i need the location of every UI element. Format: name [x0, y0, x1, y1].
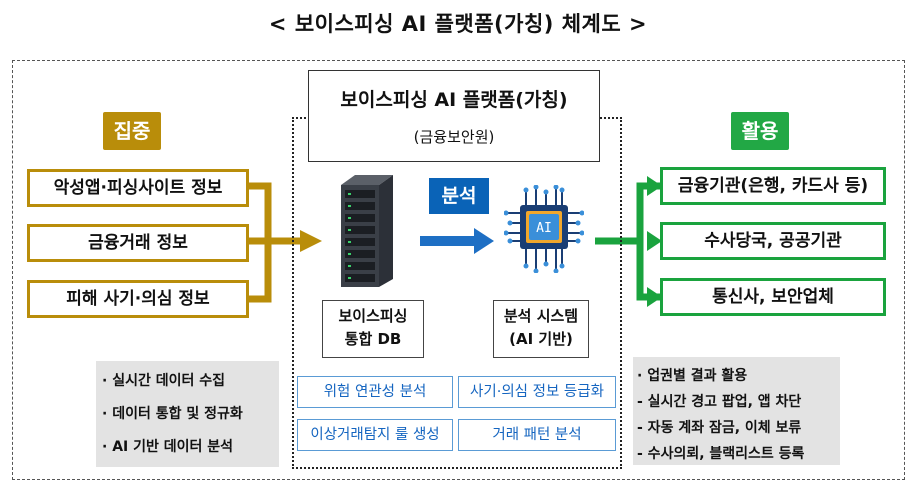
server-icon: [341, 175, 393, 287]
function-fraud-grading: 사기·의심 정보 등급화: [458, 376, 616, 408]
use-notes: · 업권별 결과 활용 - 실시간 경고 팝업, 앱 차단 - 자동 계좌 잠금…: [633, 357, 840, 465]
source-financial-transactions: 금융거래 정보: [27, 224, 249, 262]
page-title: < 보이스피싱 AI 플랫폼(가칭) 체계도 >: [268, 12, 648, 36]
ai-chip-text: AI: [536, 221, 552, 236]
target-financial-institutions: 금융기관(은행, 카드사 등): [660, 167, 886, 205]
arrow-right-icon: [300, 230, 322, 252]
outer-frame: [12, 60, 905, 480]
collect-note: · AI 기반 데이터 분석: [102, 439, 234, 455]
use-note: · 업권별 결과 활용: [637, 368, 748, 384]
use-note: - 자동 계좌 잠금, 이체 보류: [637, 420, 802, 436]
source-malicious-app: 악성앱·피싱사이트 정보: [27, 169, 249, 207]
collect-connector: [249, 182, 300, 303]
db-caption-line: 통합 DB: [344, 330, 402, 348]
target-investigation-agencies: 수사당국, 공공기관: [660, 222, 886, 260]
source-fraud-reports: 피해 사기·의심 정보: [27, 280, 249, 318]
collect-label: 집중: [103, 112, 161, 150]
use-label: 활용: [731, 112, 789, 150]
ai-caption-line: (AI 기반): [509, 330, 573, 348]
platform-boundary: [292, 117, 622, 469]
platform-operator: (금융보안원): [413, 128, 495, 146]
collect-notes: · 실시간 데이터 수집 · 데이터 통합 및 정규화 · AI 기반 데이터 …: [96, 361, 279, 467]
function-transaction-pattern: 거래 패턴 분석: [458, 419, 616, 451]
platform-name: 보이스피싱 AI 플랫폼(가칭): [340, 89, 568, 111]
ai-chip-icon: AI: [504, 185, 584, 273]
analysis-arrow: [420, 228, 494, 254]
db-caption-line: 보이스피싱: [338, 307, 408, 325]
ai-caption-line: 분석 시스템: [503, 307, 579, 325]
platform-header: 보이스피싱 AI 플랫폼(가칭) (금융보안원): [308, 70, 600, 162]
collect-note: · 실시간 데이터 수집: [102, 373, 225, 389]
ai-system-caption: 분석 시스템 (AI 기반): [493, 300, 589, 358]
function-risk-correlation: 위험 연관성 분석: [297, 376, 453, 408]
integrated-db-caption: 보이스피싱 통합 DB: [322, 300, 424, 358]
use-note: - 수사의뢰, 블랙리스트 등록: [637, 446, 805, 462]
collect-note: · 데이터 통합 및 정규화: [102, 406, 243, 422]
analysis-label: 분석: [429, 178, 489, 214]
function-fds-rule-generation: 이상거래탐지 룰 생성: [297, 419, 453, 451]
target-telecom-security: 통신사, 보안업체: [660, 278, 886, 316]
use-note: - 실시간 경고 팝업, 앱 차단: [637, 394, 802, 410]
